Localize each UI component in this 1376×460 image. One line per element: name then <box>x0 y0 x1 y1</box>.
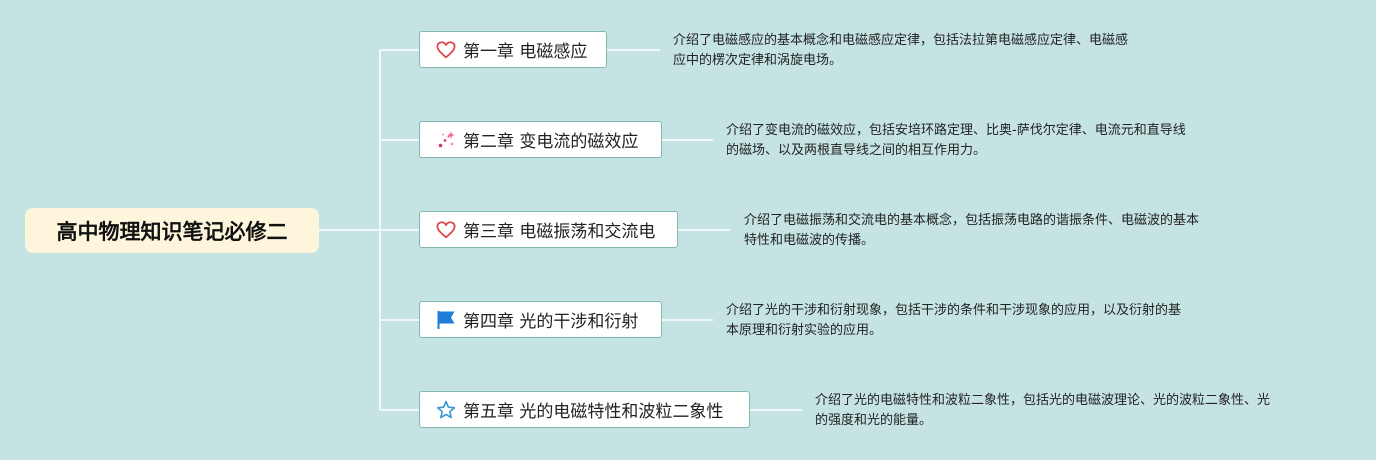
chapter-label: 第二章 变电流的磁效应 <box>463 132 639 152</box>
chapter-label: 第一章 电磁感应 <box>463 42 588 62</box>
chapter-description-5: 介绍了光的电磁特性和波粒二象性，包括光的电磁波理论、光的波粒二象性、光 的强度和… <box>815 391 1270 431</box>
root-topic-label: 高中物理知识笔记必修二 <box>56 219 288 244</box>
heart-icon <box>435 220 457 240</box>
description-line: 特性和电磁波的传播。 <box>744 233 875 248</box>
description-line: 介绍了电磁感应的基本概念和电磁感应定律，包括法拉第电磁感应定律、电磁感 <box>673 33 1129 48</box>
chapter-label: 第三章 电磁振荡和交流电 <box>463 222 656 242</box>
description-line: 的磁场、以及两根直导线之间的相互作用力。 <box>726 143 987 158</box>
root-topic[interactable]: 高中物理知识笔记必修二 <box>25 208 319 253</box>
star-icon <box>435 400 457 420</box>
chapter-description-1: 介绍了电磁感应的基本概念和电磁感应定律，包括法拉第电磁感应定律、电磁感 应中的楞… <box>673 31 1128 71</box>
sparkle-icon <box>435 130 457 150</box>
chapter-label: 第四章 光的干涉和衍射 <box>463 312 639 332</box>
chapter-description-3: 介绍了电磁振荡和交流电的基本概念，包括振荡电路的谐振条件、电磁波的基本 特性和电… <box>744 211 1199 251</box>
chapter-node-3[interactable]: 第三章 电磁振荡和交流电 <box>419 211 678 248</box>
description-line: 应中的楞次定律和涡旋电场。 <box>673 53 843 68</box>
chapter-label: 第五章 光的电磁特性和波粒二象性 <box>463 402 724 422</box>
description-line: 介绍了光的电磁特性和波粒二象性，包括光的电磁波理论、光的波粒二象性、光 <box>815 393 1271 408</box>
chapter-node-5[interactable]: 第五章 光的电磁特性和波粒二象性 <box>419 391 750 428</box>
chapter-description-4: 介绍了光的干涉和衍射现象，包括干涉的条件和干涉现象的应用，以及衍射的基 本原理和… <box>726 301 1181 341</box>
description-line: 本原理和衍射实验的应用。 <box>726 323 883 338</box>
chapter-node-4[interactable]: 第四章 光的干涉和衍射 <box>419 301 662 338</box>
chapter-node-1[interactable]: 第一章 电磁感应 <box>419 31 607 68</box>
heart-icon <box>435 40 457 60</box>
description-line: 介绍了光的干涉和衍射现象，包括干涉的条件和干涉现象的应用，以及衍射的基 <box>726 303 1182 318</box>
description-line: 的强度和光的能量。 <box>815 413 933 428</box>
flag-icon <box>435 310 457 330</box>
chapter-node-2[interactable]: 第二章 变电流的磁效应 <box>419 121 662 158</box>
description-line: 介绍了电磁振荡和交流电的基本概念，包括振荡电路的谐振条件、电磁波的基本 <box>744 213 1200 228</box>
description-line: 介绍了变电流的磁效应，包括安培环路定理、比奥-萨伐尔定律、电流元和直导线 <box>726 123 1186 138</box>
chapter-description-2: 介绍了变电流的磁效应，包括安培环路定理、比奥-萨伐尔定律、电流元和直导线 的磁场… <box>726 121 1186 161</box>
